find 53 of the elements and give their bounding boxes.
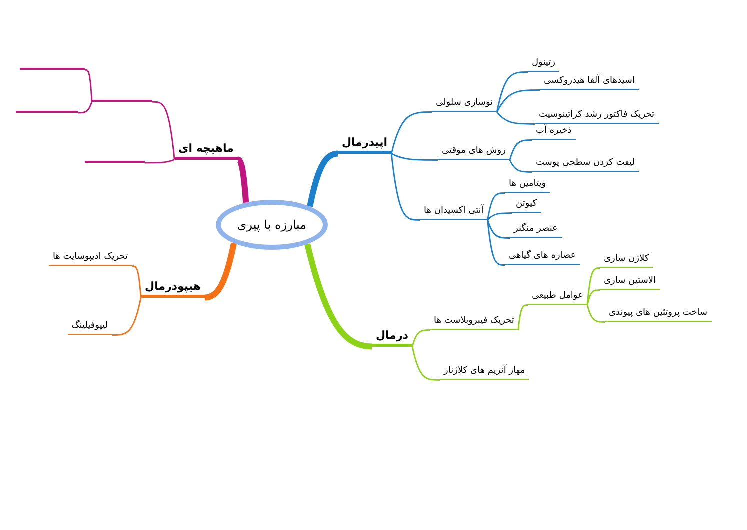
branch-line	[132, 266, 142, 298]
branch-label: لیفت کردن سطحی پوست	[532, 158, 640, 172]
branch-line	[518, 304, 528, 330]
branch-label: ذخیره آب	[532, 126, 576, 140]
main-branch-label: هیپودرمال	[141, 280, 205, 298]
main-branch-label: درمال	[372, 329, 412, 347]
central-topic: مبارزه با پیری	[216, 200, 328, 250]
branch-line	[152, 101, 176, 160]
branch-label: عنصر منگنز	[510, 224, 562, 238]
branch-label: کلاژن سازی	[600, 254, 654, 268]
branch-label: روش های موقتی	[438, 146, 510, 160]
branch-line	[412, 346, 440, 381]
branch-label: تحریک ادیپوسایت ها	[48, 252, 132, 266]
branch-line	[496, 112, 535, 125]
branch-line	[487, 220, 510, 239]
branch-line	[487, 220, 505, 266]
branch-label: الاستین سازی	[600, 276, 660, 290]
branch-line	[390, 112, 432, 154]
main-branch-label: اپیدرمال	[338, 136, 392, 154]
branch-line	[487, 192, 505, 220]
branch-label: رتینول	[528, 58, 560, 72]
branch-end-line	[20, 68, 85, 70]
branch-line	[78, 102, 93, 114]
branch-line	[84, 69, 93, 102]
branch-line	[586, 268, 600, 306]
branch-end-line	[92, 100, 152, 102]
branch-label: کیوتن	[512, 199, 542, 214]
branch-label: تحریک فاکتور رشد کراتینوسیت	[535, 110, 659, 124]
branch-end-line	[85, 161, 145, 163]
branch-label: تحریک فیبروبلاست ها	[430, 316, 518, 330]
branch-line	[390, 154, 420, 221]
branch-line	[509, 140, 532, 160]
branch-line	[496, 90, 540, 113]
branch-line	[412, 330, 430, 347]
branch-line	[509, 160, 532, 173]
branch-label: آنتی اکسیدان ها	[420, 206, 488, 220]
branch-line	[487, 212, 512, 221]
branch-label: اسیدهای آلفا هیدروکسی	[540, 76, 639, 90]
branch-line	[391, 153, 438, 161]
branch-line	[586, 305, 605, 323]
branch-line	[586, 290, 600, 306]
branch-label: ساخت پروتئین های پیوندی	[605, 308, 712, 322]
branch-line	[496, 72, 528, 112]
branch-label: ویتامین ها	[505, 179, 550, 194]
branch-label: لیپوفیلینگ	[68, 321, 112, 336]
branch-label: عوامل طبیعی	[528, 291, 588, 306]
branch-label: مهار آنزیم های کلاژناز	[440, 366, 530, 380]
branch-label: عصاره های گیاهی	[505, 251, 580, 266]
branch-end-line	[16, 111, 78, 113]
branch-line	[145, 159, 175, 164]
branch-label: نوسازی سلولی	[432, 98, 498, 112]
main-branch-label: ماهیچه ای	[174, 142, 238, 160]
branch-line	[112, 298, 142, 336]
